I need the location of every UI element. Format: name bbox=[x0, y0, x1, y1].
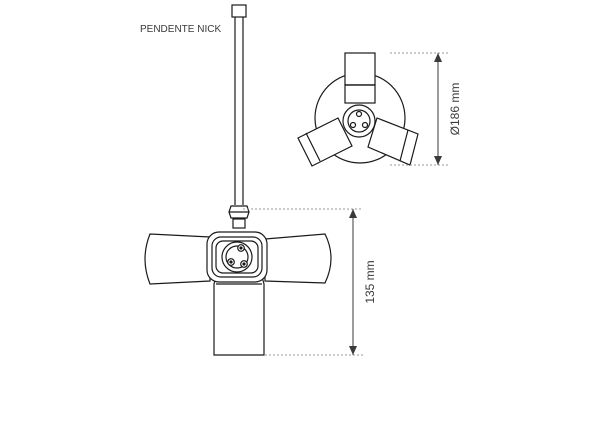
dimension-height: 135 mm bbox=[243, 208, 377, 356]
top-view-upper-spot bbox=[344, 52, 376, 104]
dimension-diameter: Ø186 mm bbox=[390, 52, 462, 166]
diameter-label: Ø186 mm bbox=[448, 83, 462, 136]
front-view bbox=[144, 4, 332, 356]
top-view-left-spot bbox=[297, 117, 353, 167]
top-view bbox=[297, 52, 419, 167]
left-shade bbox=[144, 233, 211, 285]
top-view-hub bbox=[342, 104, 376, 138]
suspension-rod bbox=[231, 4, 247, 205]
drawing-title: PENDENTE NICK bbox=[140, 24, 221, 35]
central-hub bbox=[206, 231, 268, 283]
right-shade bbox=[264, 233, 332, 284]
rod-collar bbox=[228, 205, 250, 229]
hub-screws bbox=[227, 244, 248, 268]
down-shade bbox=[213, 276, 265, 356]
height-label: 135 mm bbox=[363, 260, 377, 303]
top-view-right-spot bbox=[367, 117, 419, 166]
